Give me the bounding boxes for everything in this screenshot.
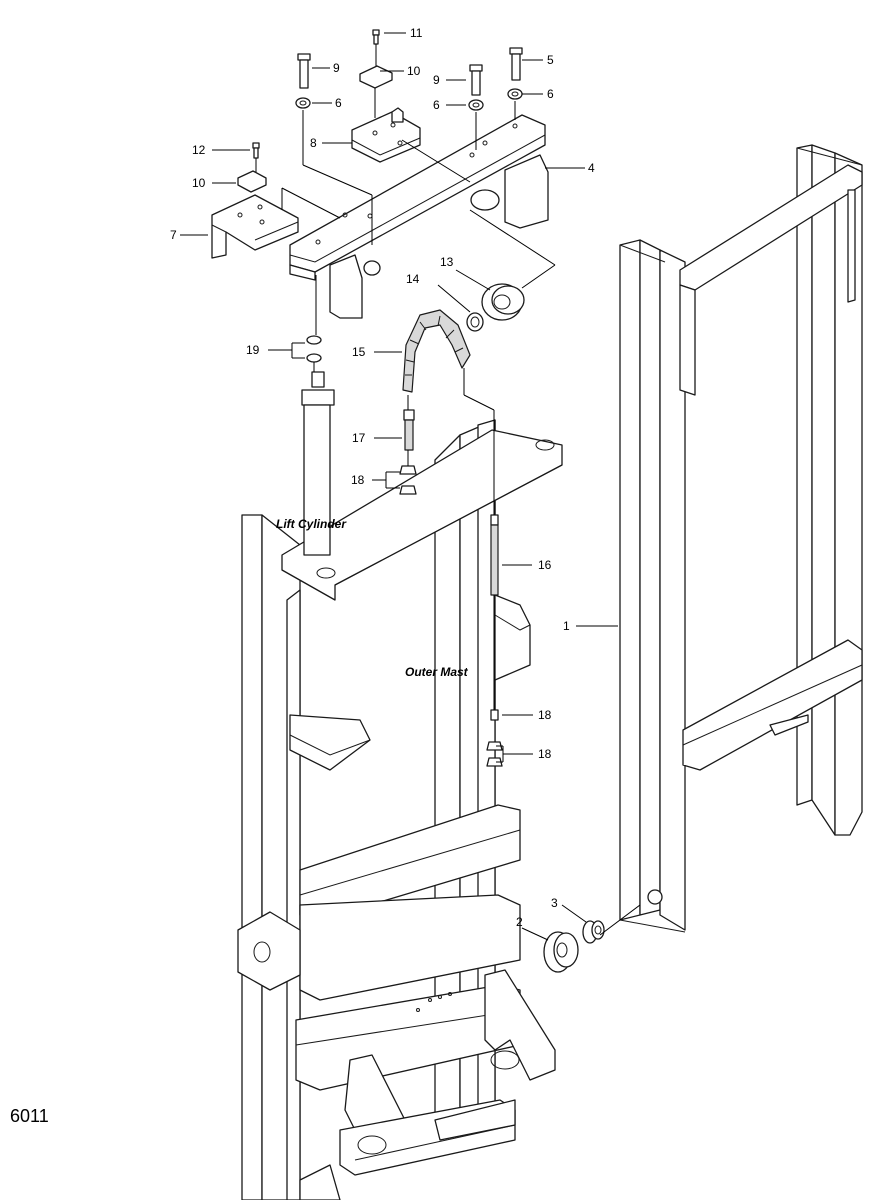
- callout-11-top: 11: [410, 26, 423, 40]
- inner-mast-1: [619, 144, 863, 933]
- outer-mast-assembly: [237, 419, 563, 1200]
- callout-13: 14: [406, 272, 420, 286]
- leader-lines: [180, 32, 641, 941]
- callout-18-bottom: 18: [538, 747, 552, 761]
- chain-anchor-part-16: [399, 409, 417, 495]
- figure-code: 6011: [10, 1106, 49, 1126]
- fasteners: [237, 29, 523, 193]
- callout-9-left: 9: [333, 61, 340, 75]
- callout-numbers: 11 9 10 6 9 6 5 6 8 4 12 10 7 13 14 15 1…: [170, 26, 595, 929]
- outer-mast-label: Outer Mast: [405, 665, 469, 679]
- callout-12: 13: [440, 255, 454, 269]
- callout-15: 16: [538, 558, 552, 572]
- crosshead-part-4: [289, 114, 549, 319]
- callout-8: 8: [310, 136, 317, 150]
- callout-2: 2: [516, 915, 523, 929]
- chain-sheave-part-12: [466, 283, 525, 332]
- callout-6-left: 6: [335, 96, 342, 110]
- chain-part-15: [486, 514, 503, 767]
- callout-6-mid: 6: [433, 98, 440, 112]
- callout-1: 1: [563, 619, 570, 633]
- callout-10-left: 10: [192, 176, 206, 190]
- callout-10-top: 10: [407, 64, 421, 78]
- callout-9-right: 9: [433, 73, 440, 87]
- callout-11-left: 12: [192, 143, 206, 157]
- bracket-part-8: [351, 107, 421, 163]
- lift-cylinder: [301, 335, 335, 556]
- callout-4: 4: [588, 161, 595, 175]
- load-roller-part-2: [543, 920, 605, 973]
- callout-5: 5: [547, 53, 554, 67]
- lift-cylinder-label: Lift Cylinder: [276, 517, 347, 531]
- callout-7: 7: [170, 228, 177, 242]
- callout-3: 3: [551, 896, 558, 910]
- callout-19: 19: [246, 343, 260, 357]
- lift-chain-part-14: [402, 309, 471, 393]
- callout-18-top: 18: [351, 473, 365, 487]
- callout-16: 17: [352, 431, 366, 445]
- callout-14: 15: [352, 345, 366, 359]
- bracket-part-7: [211, 194, 299, 259]
- callout-17: 18: [538, 708, 552, 722]
- callout-6-right: 6: [547, 87, 554, 101]
